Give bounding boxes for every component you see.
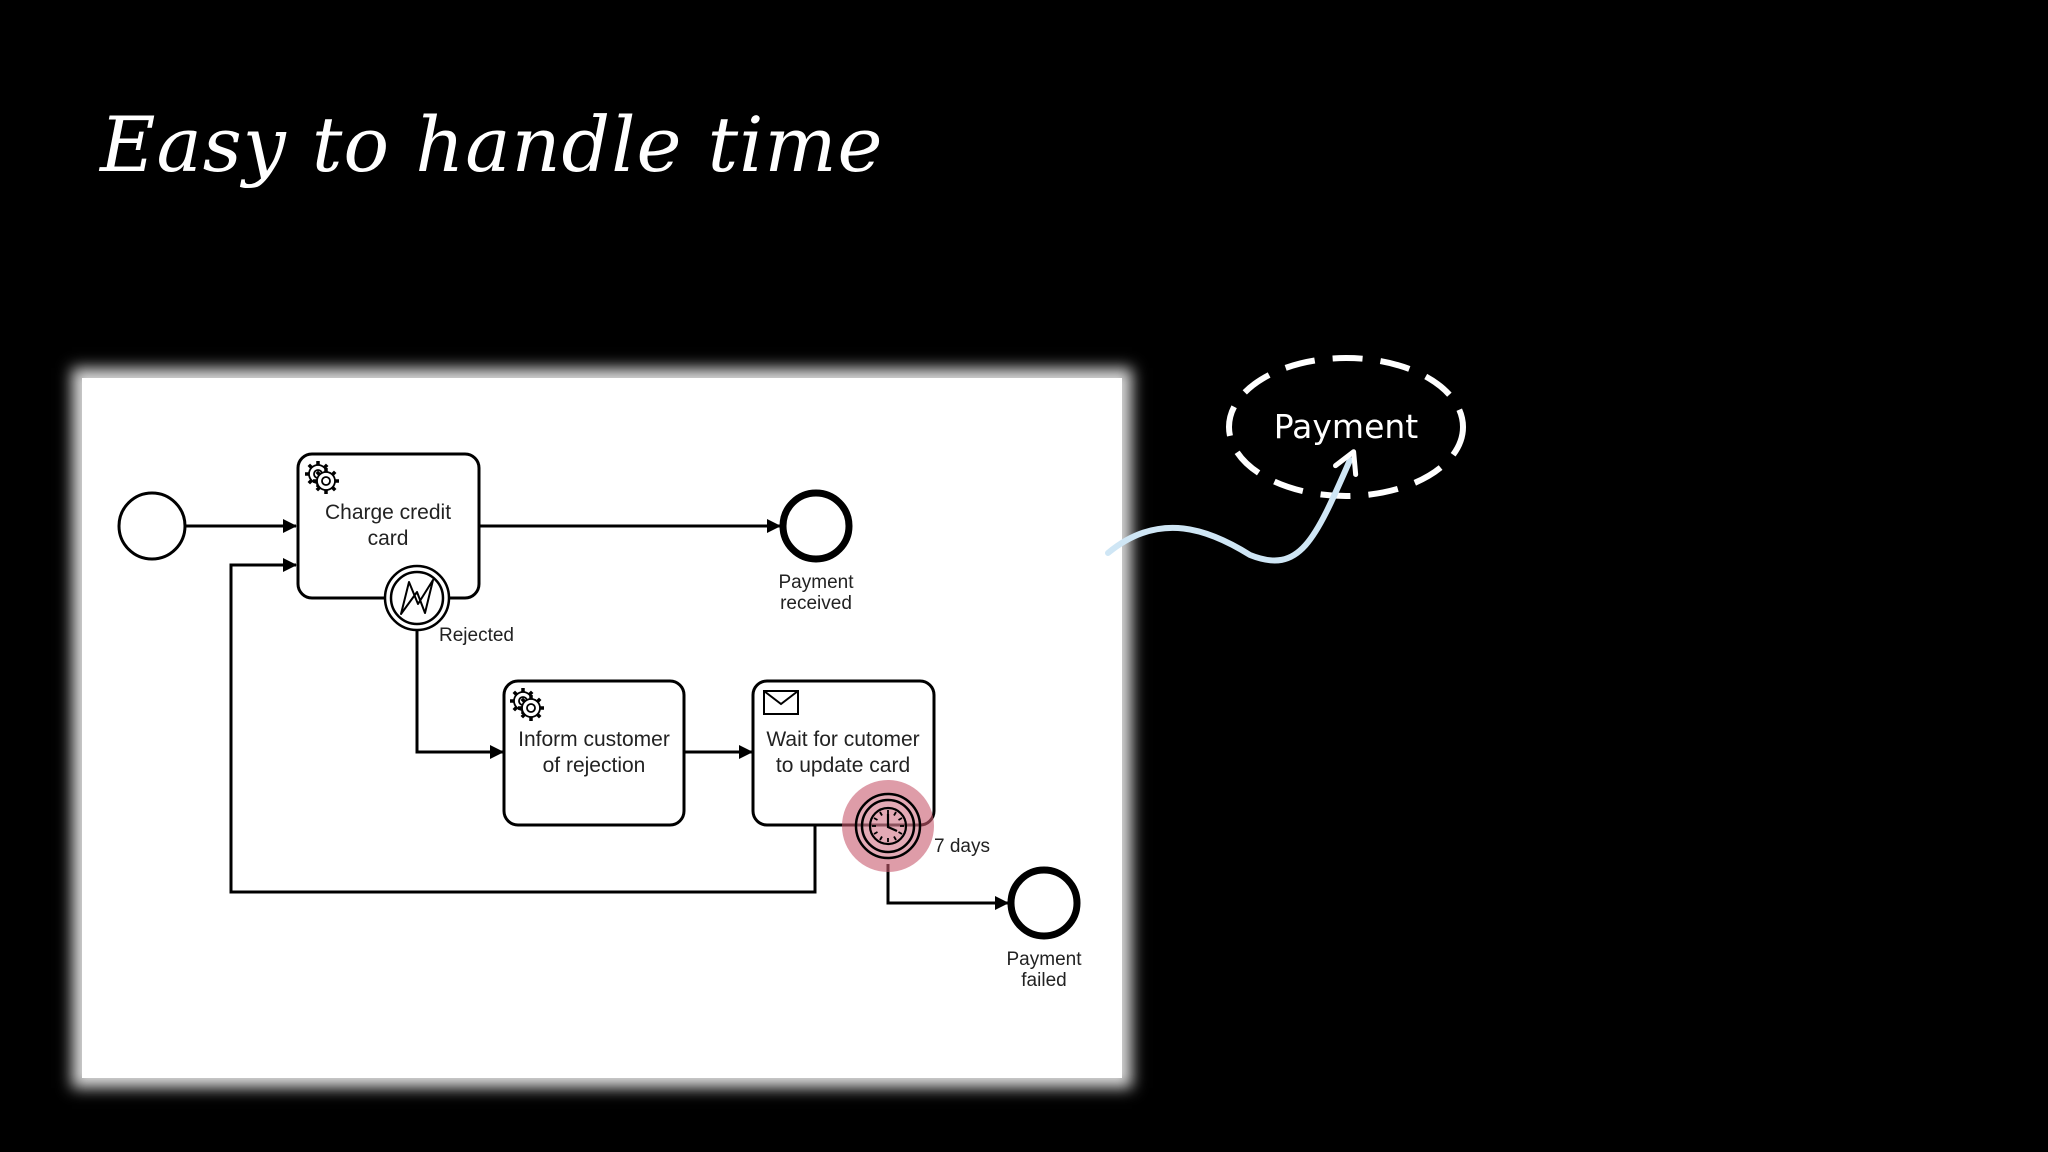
payment-failed-label: failed	[1021, 970, 1066, 991]
payment-failed-label: Payment	[1007, 949, 1083, 970]
clock-icon	[868, 806, 908, 846]
flow-rejected-to-inform	[415, 630, 504, 759]
task-charge-credit-card[interactable]: Charge credit card	[296, 452, 481, 600]
payment-received-label: Payment	[779, 572, 855, 593]
gear-icon	[311, 466, 341, 496]
timer-boundary-event[interactable]	[842, 780, 934, 872]
task-label: Charge credit	[325, 501, 451, 524]
flow-wait-loop-back	[229, 558, 817, 894]
dashed-ellipse	[1226, 355, 1466, 499]
payment-received-label: received	[780, 593, 852, 614]
task-label: Wait for cutomer	[766, 728, 919, 751]
flow-timer-to-failed	[886, 864, 1009, 910]
payment-annotation: Payment	[1105, 355, 1466, 564]
task-label: to update card	[776, 754, 910, 777]
error-boundary-event[interactable]	[383, 564, 451, 632]
timer-label: 7 days	[934, 836, 990, 857]
start-event[interactable]	[117, 491, 187, 561]
end-event-payment-received[interactable]	[779, 489, 853, 563]
gear-icon	[516, 693, 546, 723]
sequence-flows	[185, 519, 1009, 910]
task-inform-customer[interactable]: Inform customer of rejection	[502, 679, 686, 827]
lightning-icon	[400, 579, 434, 615]
envelope-icon	[763, 690, 799, 715]
task-label: of rejection	[543, 754, 646, 777]
payment-label: Payment	[1274, 407, 1419, 446]
end-event-payment-failed[interactable]	[1007, 866, 1081, 940]
task-label: card	[368, 527, 409, 550]
slide-title: Easy to handle time	[100, 100, 884, 189]
curved-arrow	[1105, 449, 1359, 564]
rejected-label: Rejected	[439, 625, 514, 646]
task-label: Inform customer	[518, 728, 670, 751]
